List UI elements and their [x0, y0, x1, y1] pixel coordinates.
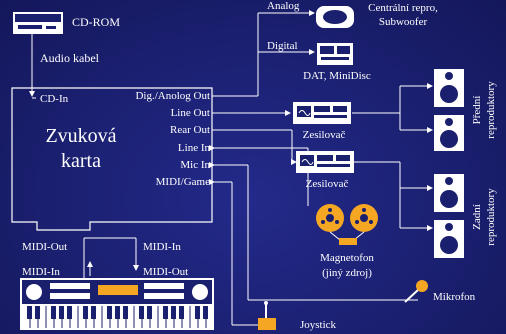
- speaker-icon: [434, 220, 464, 258]
- front-speakers-label-line1: Přední: [471, 95, 483, 125]
- amplifier-1-label: Zesilovač: [302, 129, 346, 141]
- audio-cable-label: Audio kabel: [40, 51, 99, 65]
- port-line-in: Line In: [177, 142, 210, 154]
- tape-recorder-icon: [316, 204, 378, 245]
- port-dig-analog-out: Dig./Anolog Out: [135, 90, 210, 102]
- dat-minidisc-icon: [317, 43, 353, 65]
- microphone-icon: [404, 280, 428, 303]
- amplifier-2-label: Zesilovač: [305, 178, 349, 190]
- amplifier-icon: [293, 102, 351, 124]
- center-speaker-label-line1: Centrální repro,: [368, 2, 438, 14]
- midi-in-bottom-label: MIDI-In: [22, 266, 60, 278]
- rear-speakers-label-line1: Zadní: [471, 204, 483, 230]
- sound-card-title-line2: karta: [61, 150, 101, 172]
- midi-out-bottom-label: MIDI-Out: [143, 266, 189, 278]
- midi-keyboard-icon: [20, 278, 214, 330]
- midi-in-top-label: MIDI-In: [143, 241, 181, 253]
- tape-recorder-label-line2: (jiný zdroj): [322, 267, 372, 279]
- port-midi-game: MIDI/Game: [155, 176, 210, 188]
- sound-card-title-line1: Zvuková: [45, 125, 117, 147]
- subwoofer-icon: [316, 6, 354, 28]
- port-line-out: Line Out: [170, 107, 210, 119]
- amplifier-icon: [296, 151, 354, 173]
- port-cd-in: CD-In: [40, 93, 69, 105]
- speaker-icon: [434, 69, 464, 107]
- cdrom-label: CD-ROM: [72, 15, 121, 29]
- analog-label: Analog: [267, 0, 300, 12]
- speaker-icon: [434, 174, 464, 212]
- midi-out-top-label: MIDI-Out: [22, 241, 68, 253]
- rear-speakers-label-line2: reproduktory: [485, 188, 497, 246]
- tape-recorder-label-line1: Magnetofon: [320, 252, 374, 264]
- joystick-label: Joystick: [300, 319, 337, 331]
- sound-card-outline: [11, 87, 213, 231]
- digital-label: Digital: [267, 40, 298, 52]
- port-rear-out: Rear Out: [169, 124, 210, 136]
- joystick-icon: [258, 301, 276, 330]
- center-speaker-label-line2: Subwoofer: [378, 16, 428, 28]
- microphone-label: Mikrofon: [433, 291, 476, 303]
- cdrom-icon: [13, 12, 63, 34]
- dat-label: DAT, MiniDisc: [303, 70, 371, 82]
- speaker-icon: [434, 115, 464, 151]
- front-speakers-label-line2: reproduktory: [485, 81, 497, 139]
- port-mic-in: Mic In: [180, 159, 210, 171]
